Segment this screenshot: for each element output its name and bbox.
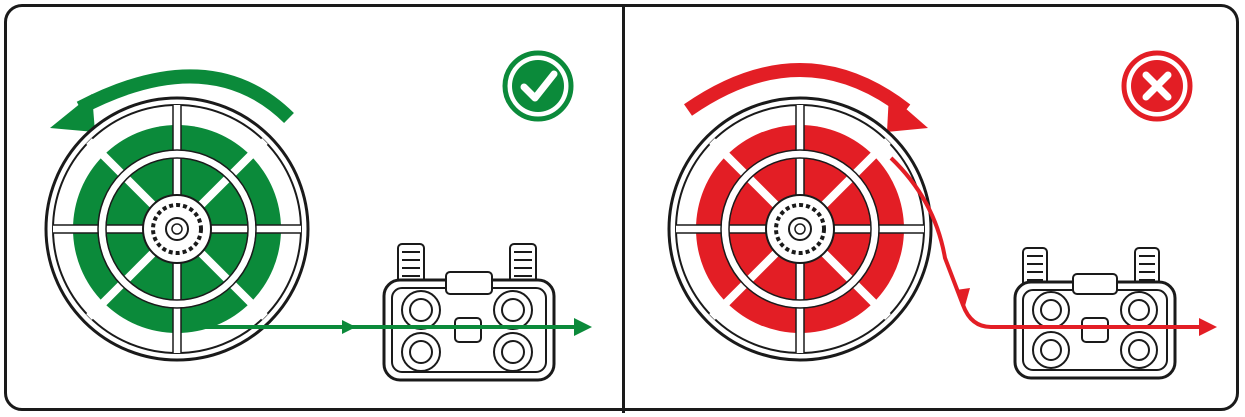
incorrect-panel	[667, 50, 1217, 380]
x-circle-icon	[1121, 50, 1193, 122]
wire-feeder-drive	[382, 243, 556, 382]
wire-feeder-drive	[1013, 247, 1177, 380]
clockwise-arrow-icon	[684, 63, 928, 132]
panel-divider	[622, 4, 625, 413]
wire-spool	[667, 96, 933, 362]
wire-feed-path	[889, 156, 1217, 336]
wire-feed-path	[182, 318, 592, 336]
counter-clockwise-arrow-icon	[50, 69, 294, 132]
wire-spool	[44, 96, 310, 362]
checkmark-circle-icon	[502, 50, 574, 122]
correct-panel	[44, 50, 592, 382]
